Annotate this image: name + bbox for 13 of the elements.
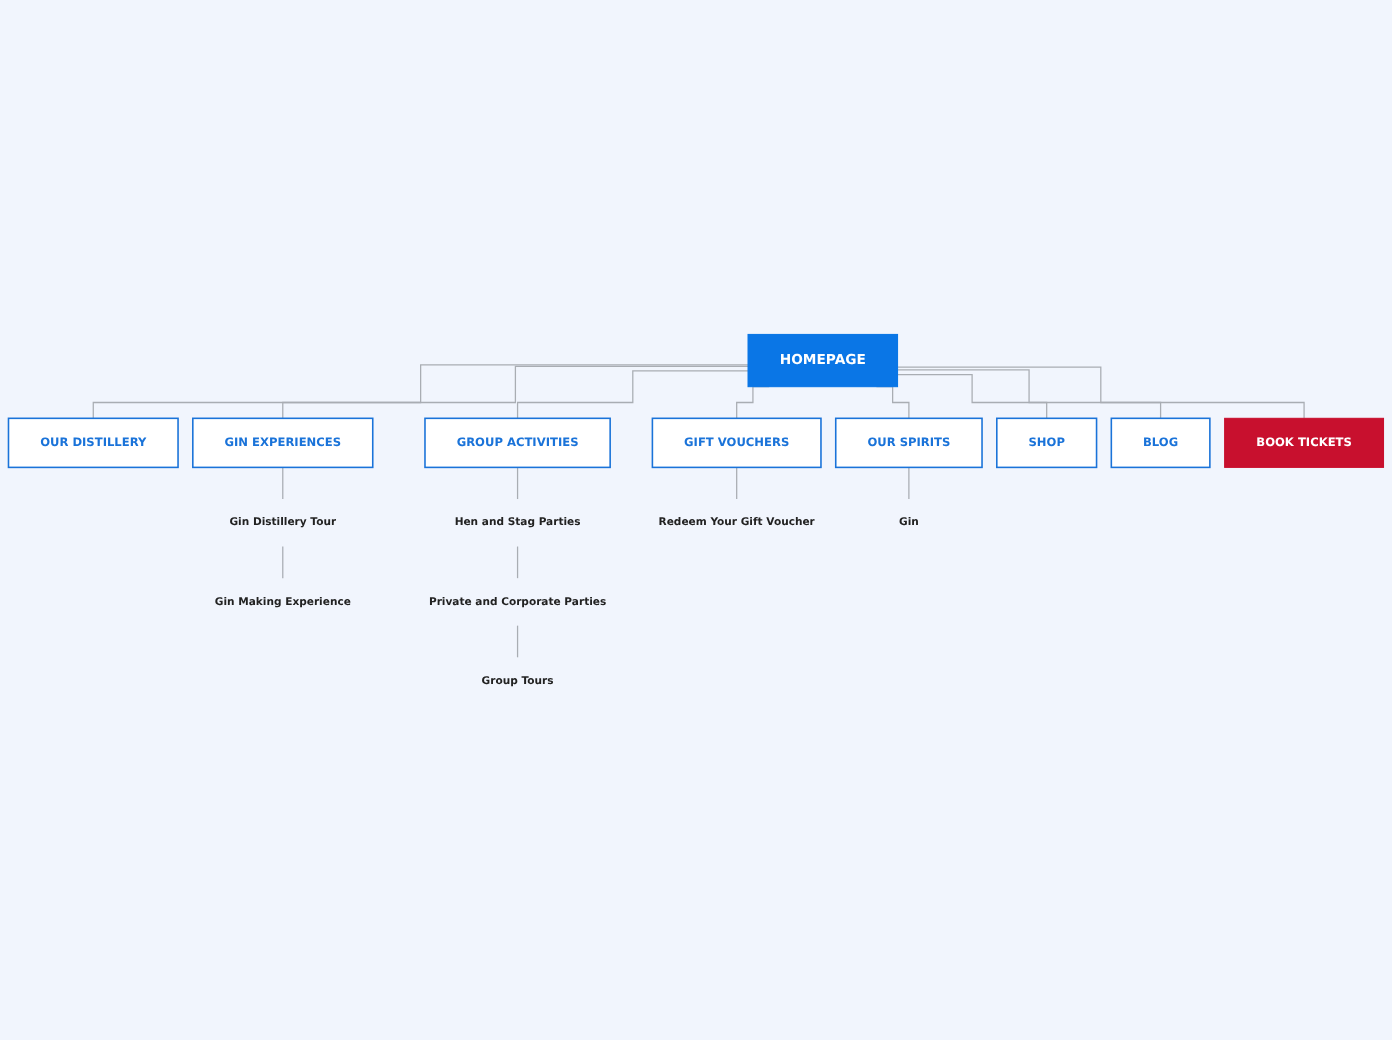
connector bbox=[736, 467, 738, 501]
connector bbox=[896, 369, 1162, 420]
connector bbox=[282, 467, 284, 501]
connector bbox=[908, 467, 910, 501]
connector bbox=[516, 370, 749, 420]
connector bbox=[896, 374, 1048, 420]
connector bbox=[516, 546, 519, 580]
connector bbox=[92, 364, 749, 420]
connector bbox=[282, 546, 284, 580]
connector bbox=[516, 467, 519, 501]
connector bbox=[282, 366, 749, 420]
connector bbox=[896, 366, 1305, 420]
connector bbox=[516, 625, 519, 659]
